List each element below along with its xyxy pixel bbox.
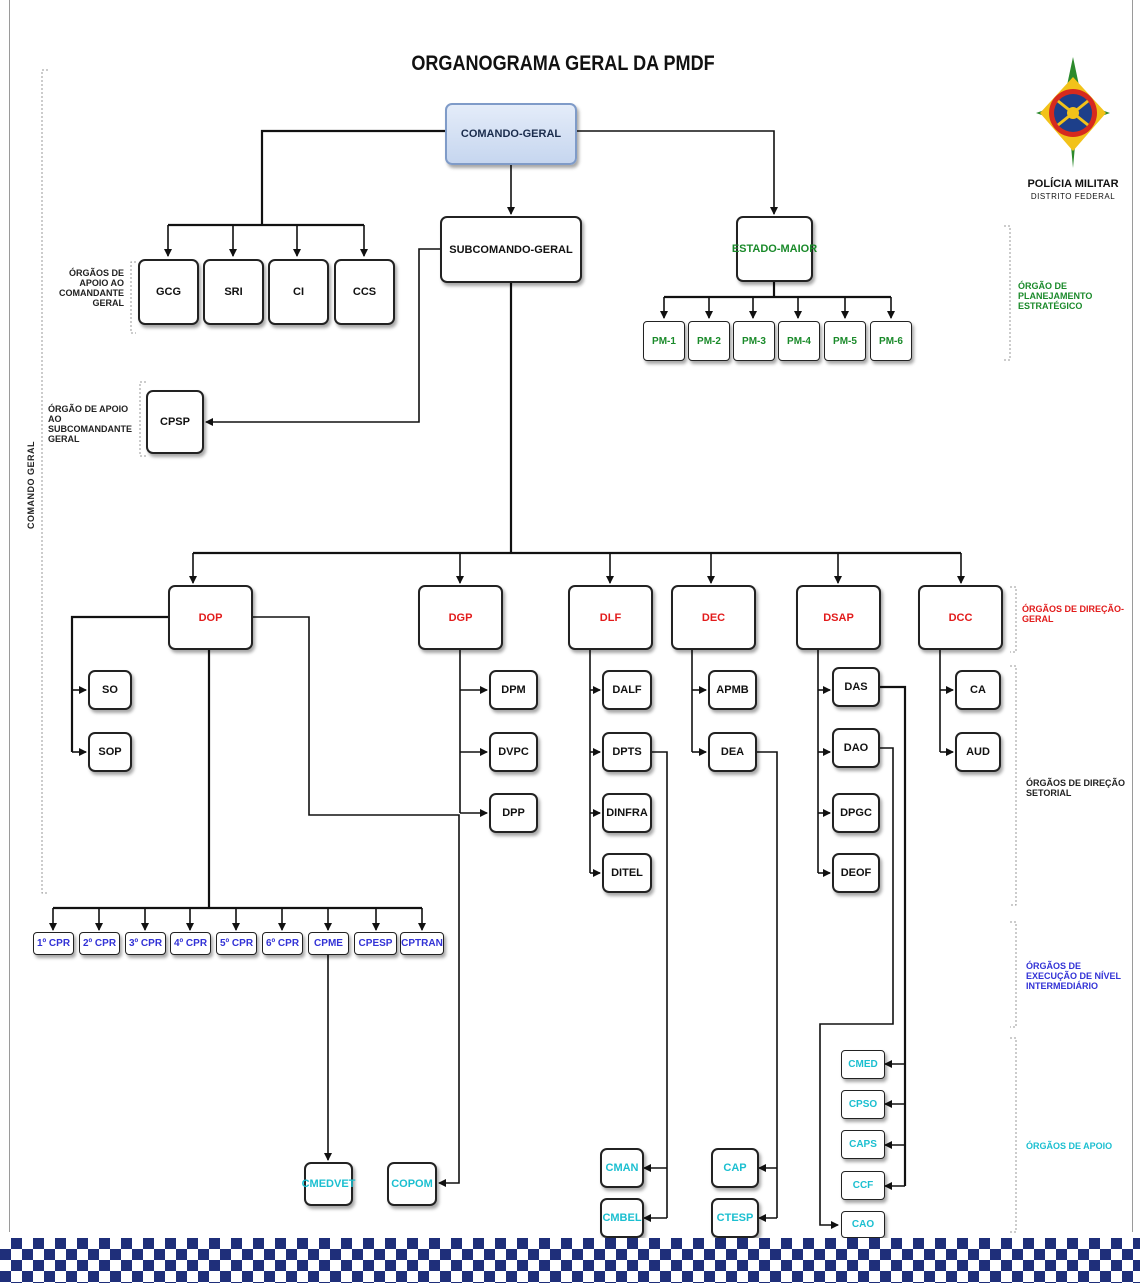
node-sop[interactable]: SOP — [88, 732, 132, 772]
node-ca[interactable]: CA — [955, 670, 1001, 710]
checkered-band — [0, 1238, 1140, 1283]
node-cpesp[interactable]: CPESP — [354, 932, 397, 955]
node-dec[interactable]: DEC — [671, 585, 756, 650]
pmdf-emblem-icon — [1036, 57, 1110, 168]
node-pm-3[interactable]: PM-3 — [733, 321, 775, 361]
page-border-right — [1132, 0, 1133, 1232]
node-dpp[interactable]: DPP — [489, 793, 538, 833]
node-2-cpr[interactable]: 2º CPR — [79, 932, 120, 955]
node-dop[interactable]: DOP — [168, 585, 253, 650]
page-title: ORGANOGRAMA GERAL DA PMDF — [411, 52, 715, 75]
node-dlf[interactable]: DLF — [568, 585, 653, 650]
node-dao[interactable]: DAO — [832, 728, 880, 768]
label-execucao: ÓRGÃOS DE EXECUÇÃO DE NÍVEL INTERMEDIÁRI… — [1026, 961, 1121, 991]
node-5-cpr[interactable]: 5º CPR — [216, 932, 257, 955]
node-4-cpr[interactable]: 4º CPR — [170, 932, 211, 955]
node-cao[interactable]: CAO — [841, 1211, 885, 1238]
node-cman[interactable]: CMAN — [600, 1148, 644, 1188]
node-das[interactable]: DAS — [832, 667, 880, 707]
label-apoio-subcomandante: ÓRGÃO DE APOIO AO SUBCOMANDANTE GERAL — [48, 404, 132, 444]
node-apmb[interactable]: APMB — [708, 670, 757, 710]
label-direcao-setorial: ÓRGÃOS DE DIREÇÃO SETORIAL — [1026, 778, 1126, 798]
node-pm-2[interactable]: PM-2 — [688, 321, 730, 361]
node-dvpc[interactable]: DVPC — [489, 732, 538, 772]
node-dpgc[interactable]: DPGC — [832, 793, 880, 833]
node-ccf[interactable]: CCF — [841, 1171, 885, 1200]
node-6-cpr[interactable]: 6º CPR — [262, 932, 303, 955]
node-copom[interactable]: COPOM — [387, 1162, 437, 1206]
node-dgp[interactable]: DGP — [418, 585, 503, 650]
node-cmedvet[interactable]: CMEDVET — [302, 1162, 355, 1206]
node-gcg[interactable]: GCG — [138, 259, 199, 325]
node-caps[interactable]: CAPS — [841, 1130, 885, 1159]
node-cap[interactable]: CAP — [711, 1148, 759, 1188]
node-ccs[interactable]: CCS — [334, 259, 395, 325]
node-pm-1[interactable]: PM-1 — [643, 321, 685, 361]
node-ctesp[interactable]: CTESP — [711, 1198, 759, 1238]
node-cptran[interactable]: CPTRAN — [400, 932, 444, 955]
node-cpsp[interactable]: CPSP — [146, 390, 204, 454]
node-3-cpr[interactable]: 3º CPR — [125, 932, 166, 955]
node-cpme[interactable]: CPME — [308, 932, 349, 955]
node-dinfra[interactable]: DINFRA — [602, 793, 652, 833]
label-direcao-geral: ÓRGÃOS DE DIREÇÃO-GERAL — [1022, 604, 1125, 624]
node-comando-geral[interactable]: COMANDO-GERAL — [445, 103, 577, 165]
node-dsap[interactable]: DSAP — [796, 585, 881, 650]
node-dea[interactable]: DEA — [708, 732, 757, 772]
node-pm-4[interactable]: PM-4 — [778, 321, 820, 361]
node-cpso[interactable]: CPSO — [841, 1090, 885, 1119]
node-dcc[interactable]: DCC — [918, 585, 1003, 650]
label-apoio-comandante: ÓRGÃOS DE APOIO AO COMANDANTE GERAL — [59, 268, 124, 308]
node-cmed[interactable]: CMED — [841, 1050, 885, 1079]
node-cmbel[interactable]: CMBEL — [600, 1198, 644, 1238]
node-estado-maior[interactable]: ESTADO-MAIOR — [732, 216, 817, 282]
node-dpm[interactable]: DPM — [489, 670, 538, 710]
label-orgaos-apoio: ÓRGÃOS DE APOIO — [1026, 1141, 1113, 1151]
brand-subtitle: DISTRITO FEDERAL — [1030, 192, 1116, 201]
node-so[interactable]: SO — [88, 670, 132, 710]
node-subcomando-geral[interactable]: SUBCOMANDO-GERAL — [440, 216, 582, 283]
label-comando-geral: COMANDO GERAL — [26, 441, 36, 529]
node-deof[interactable]: DEOF — [832, 853, 880, 893]
node-dpts[interactable]: DPTS — [602, 732, 652, 772]
node-aud[interactable]: AUD — [955, 732, 1001, 772]
node-dalf[interactable]: DALF — [602, 670, 652, 710]
node-pm-5[interactable]: PM-5 — [824, 321, 866, 361]
page-border-left — [9, 0, 10, 1232]
node-ci[interactable]: CI — [268, 259, 329, 325]
node-ditel[interactable]: DITEL — [602, 853, 652, 893]
node-1-cpr[interactable]: 1º CPR — [33, 932, 74, 955]
node-pm-6[interactable]: PM-6 — [870, 321, 912, 361]
node-sri[interactable]: SRI — [203, 259, 264, 325]
brand-name: POLÍCIA MILITAR — [1027, 178, 1119, 190]
label-planejamento: ÓRGÃO DE PLANEJAMENTO ESTRATÉGICO — [1018, 281, 1093, 311]
